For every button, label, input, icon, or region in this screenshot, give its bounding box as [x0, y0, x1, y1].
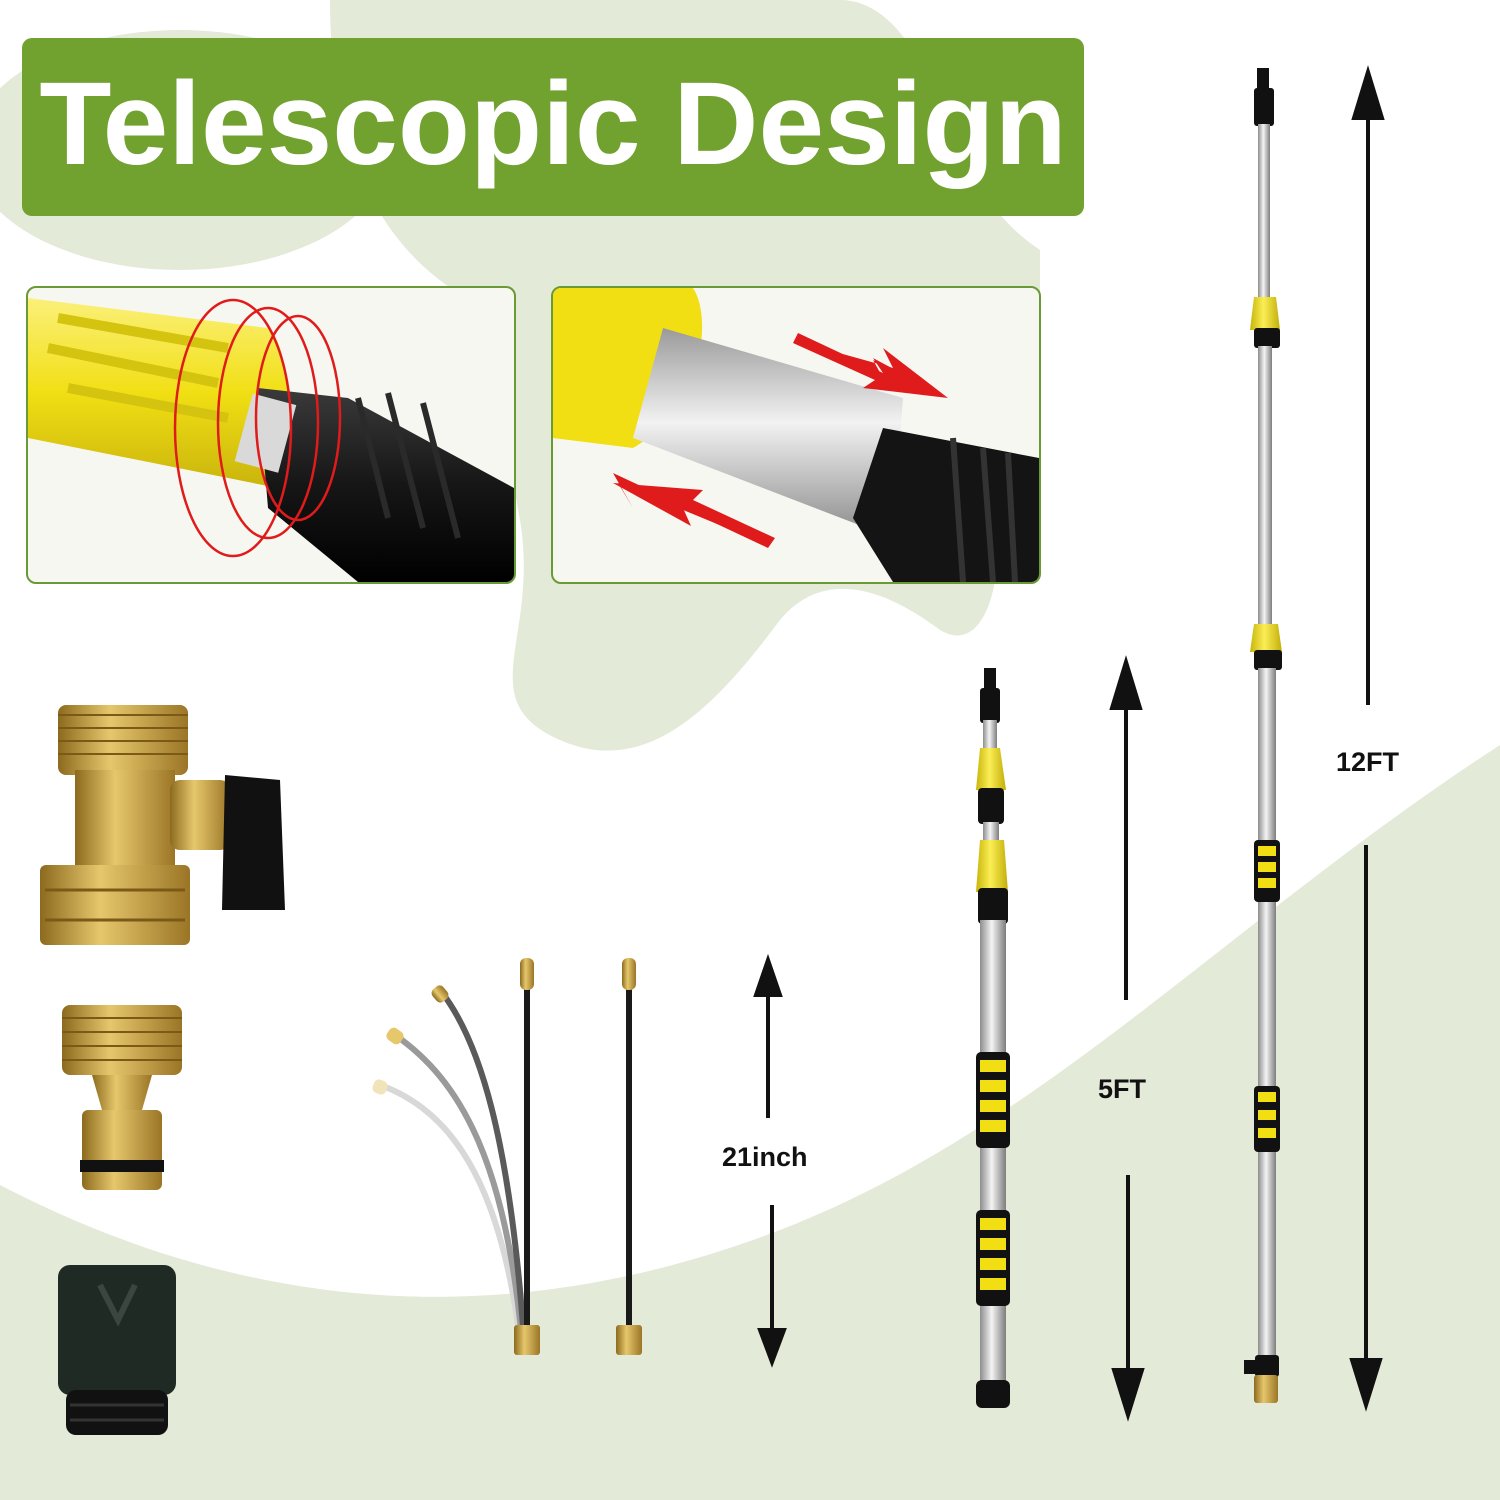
- long-pole-length-label: 12FT: [1336, 747, 1400, 777]
- short-pole-dimension-arrow: [1109, 655, 1145, 1422]
- black-quick-connector: [58, 1265, 176, 1435]
- short-telescopic-pole: [976, 668, 1010, 1408]
- banner-title: Telescopic Design: [39, 58, 1067, 190]
- slide-extension-illustration: [553, 288, 1039, 582]
- short-pole-length-label: 5FT: [1098, 1074, 1147, 1104]
- hose-fittings: [372, 958, 642, 1355]
- hose-length-label: 21inch: [722, 1142, 808, 1172]
- slide-extension-detail-panel: [551, 286, 1041, 584]
- twist-lock-detail-panel: [26, 286, 516, 584]
- long-pole-dimension-arrow: [1349, 65, 1385, 1412]
- hose-extensions: [377, 982, 632, 1343]
- rotation-rings-icon: [173, 298, 342, 558]
- long-telescopic-pole: [1244, 68, 1282, 1403]
- title-banner: Telescopic Design: [22, 38, 1084, 216]
- twist-lock-illustration: [28, 298, 514, 582]
- hose-dimension-arrow: [753, 953, 787, 1368]
- brass-quick-connector: [62, 1005, 182, 1190]
- slide-arrows-icon: [613, 333, 948, 548]
- brass-shutoff-valve: [40, 705, 285, 945]
